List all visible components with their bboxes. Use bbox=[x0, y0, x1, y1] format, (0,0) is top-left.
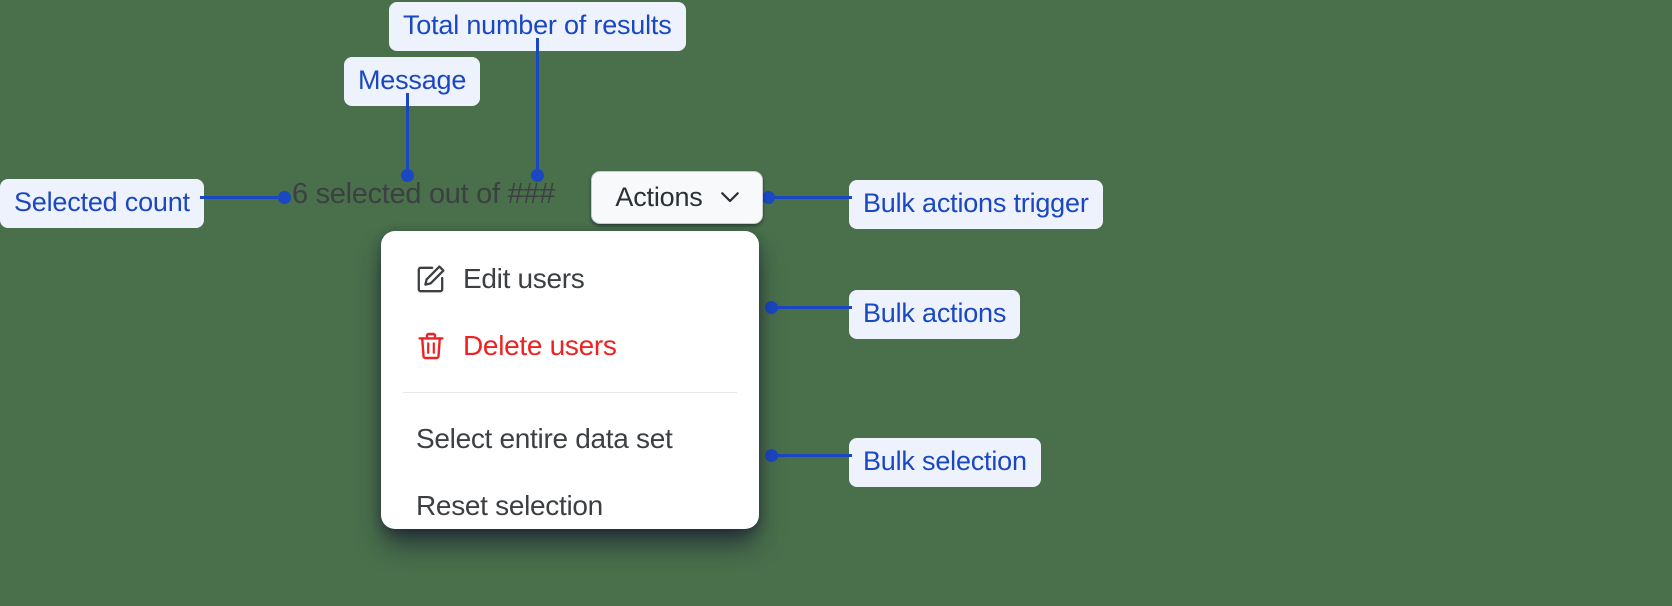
connector-line-bulk-actions-trigger bbox=[768, 196, 852, 199]
connector-line-bulk-selection bbox=[770, 454, 852, 457]
menu-item-label: Reset selection bbox=[416, 489, 603, 521]
menu-item-label: Edit users bbox=[463, 262, 585, 294]
annotation-label-selected-count: Selected count bbox=[0, 179, 204, 228]
annotation-label-bulk-actions-trigger: Bulk actions trigger bbox=[849, 180, 1103, 229]
connector-dot-message bbox=[401, 169, 414, 182]
connector-dot-bulk-actions bbox=[765, 301, 778, 314]
connector-dot-total-results bbox=[531, 169, 544, 182]
menu-item-label: Delete users bbox=[463, 329, 617, 361]
connector-line-message bbox=[406, 93, 409, 176]
connector-line-total-results bbox=[536, 38, 539, 176]
menu-item-delete-users[interactable]: Delete users bbox=[381, 312, 759, 379]
connector-line-selected-count bbox=[200, 196, 286, 199]
trash-icon bbox=[416, 331, 446, 361]
menu-item-edit-users[interactable]: Edit users bbox=[381, 245, 759, 312]
annotation-label-bulk-actions: Bulk actions bbox=[849, 290, 1021, 339]
bulk-actions-menu: Edit users Delete users Select entire da… bbox=[381, 231, 759, 529]
connector-dot-bulk-selection bbox=[765, 449, 778, 462]
chevron-down-icon bbox=[720, 192, 739, 203]
bulk-actions-trigger-label: Actions bbox=[615, 182, 703, 212]
bulk-selection-status-text: 6 selected out of ### bbox=[292, 178, 555, 210]
menu-item-label: Select entire data set bbox=[416, 422, 673, 454]
menu-item-select-entire-data-set[interactable]: Select entire data set bbox=[381, 405, 759, 472]
connector-line-bulk-actions bbox=[770, 306, 852, 309]
connector-dot-bulk-actions-trigger bbox=[762, 191, 775, 204]
connector-dot-selected-count bbox=[278, 191, 291, 204]
menu-item-reset-selection[interactable]: Reset selection bbox=[381, 472, 759, 539]
bulk-actions-trigger-button[interactable]: Actions bbox=[591, 171, 763, 224]
annotation-label-message: Message bbox=[344, 57, 481, 106]
edit-square-icon bbox=[416, 264, 446, 294]
annotation-label-bulk-selection: Bulk selection bbox=[849, 438, 1041, 487]
menu-divider bbox=[403, 392, 737, 393]
